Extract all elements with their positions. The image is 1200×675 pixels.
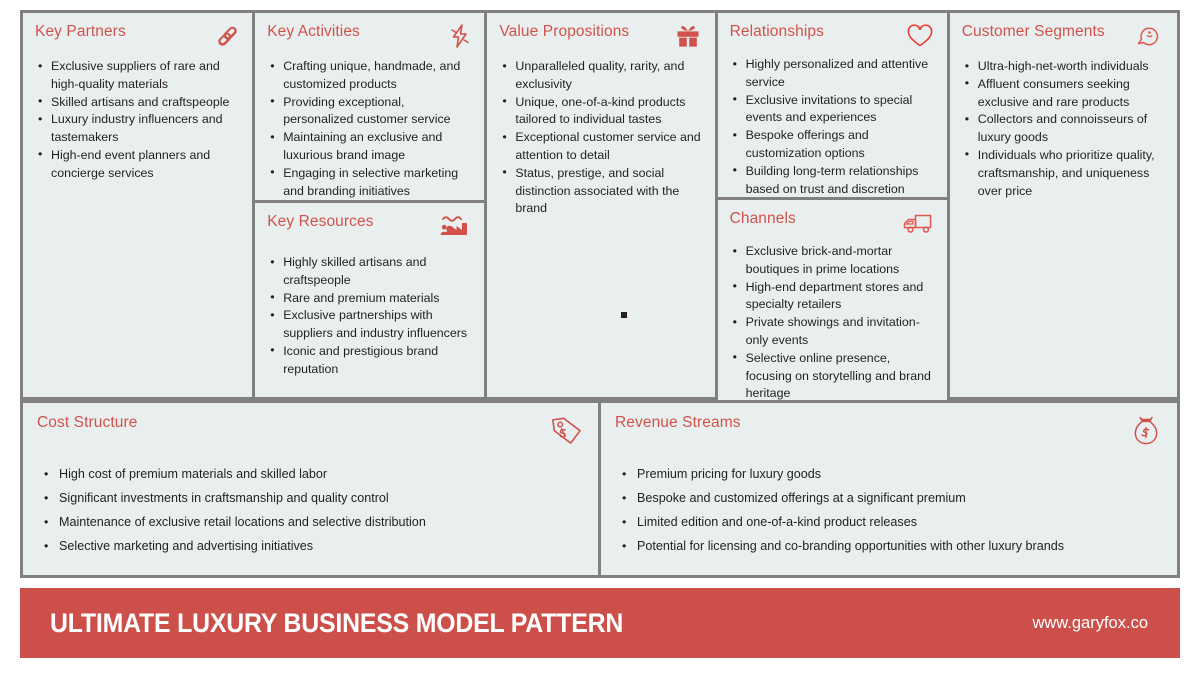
list-item: Skilled artisans and craftspeople bbox=[35, 93, 240, 112]
delivery-truck-icon bbox=[901, 210, 935, 238]
column-customer-segments: Customer Segments Ultra-high-net-worth i… bbox=[949, 13, 1177, 397]
panel-title-revenue-streams: Revenue Streams bbox=[615, 414, 741, 431]
panel-channels[interactable]: Channels Exclusive brick-and-mortar bout… bbox=[717, 200, 947, 412]
chain-link-icon bbox=[206, 23, 240, 51]
panel-relationships[interactable]: Relationships Highly personalized and at… bbox=[717, 13, 947, 198]
panel-title-channels: Channels bbox=[729, 210, 796, 227]
panel-key-partners[interactable]: Key Partners Exclusive suppliers of rare… bbox=[23, 13, 253, 397]
panel-header: Cost Structure bbox=[37, 414, 584, 448]
list-item: Selective marketing and advertising init… bbox=[37, 534, 584, 558]
bullet-list-customer-segments: Ultra-high-net-worth individuals Affluen… bbox=[962, 58, 1165, 200]
bullet-list-key-resources: Highly skilled artisans and craftspeople… bbox=[267, 254, 472, 379]
list-item: Building long-term relationships based o… bbox=[730, 162, 935, 199]
footer-url[interactable]: www.garyfox.co bbox=[1032, 613, 1148, 632]
panel-title-key-partners: Key Partners bbox=[35, 23, 126, 40]
list-item: Exclusive invitations to special events … bbox=[730, 91, 935, 128]
canvas-bottom-row: Cost Structure High cost of premium mate… bbox=[20, 400, 1180, 578]
panel-title-key-activities: Key Activities bbox=[267, 23, 360, 40]
list-item: Rare and premium materials bbox=[267, 289, 472, 308]
list-item: Collectors and connoisseurs of luxury go… bbox=[962, 111, 1165, 147]
footer-title: ULTIMATE LUXURY BUSINESS MODEL PATTERN bbox=[50, 607, 624, 638]
list-item: Affluent consumers seeking exclusive and… bbox=[962, 75, 1165, 112]
price-tag-icon bbox=[544, 414, 584, 448]
bullet-list-revenue-streams: Premium pricing for luxury goods Bespoke… bbox=[615, 462, 1163, 558]
panel-title-key-resources: Key Resources bbox=[267, 213, 374, 230]
panel-key-resources[interactable]: Key Resources Highly skilled artis bbox=[255, 203, 485, 397]
panel-header: Channels bbox=[730, 210, 935, 238]
bullet-list-key-partners: Exclusive suppliers of rare and high-qua… bbox=[35, 58, 240, 183]
list-item: Crafting unique, handmade, and customize… bbox=[267, 58, 472, 94]
list-item: Engaging in selective marketing and bran… bbox=[267, 164, 472, 201]
panel-key-activities[interactable]: Key Activities Crafting unique, handmade… bbox=[255, 13, 485, 200]
list-item: Maintaining an exclusive and luxurious b… bbox=[267, 129, 472, 165]
list-item: Exclusive partnerships with suppliers an… bbox=[267, 307, 472, 343]
bullet-list-relationships: Highly personalized and attentive servic… bbox=[730, 56, 935, 198]
list-item: Iconic and prestigious brand reputation bbox=[267, 342, 472, 379]
column-value-propositions: Value Propositions Unparalleled quality,… bbox=[487, 13, 715, 397]
panel-header: Key Resources bbox=[267, 213, 472, 241]
panel-header: Relationships bbox=[730, 23, 935, 51]
panel-header: Revenue Streams bbox=[615, 414, 1163, 448]
list-item: Significant investments in craftsmanship… bbox=[37, 486, 584, 510]
list-item: Providing exceptional, personalized cust… bbox=[267, 93, 472, 130]
lightning-bolt-icon bbox=[438, 23, 472, 51]
footer-banner: ULTIMATE LUXURY BUSINESS MODEL PATTERN w… bbox=[20, 588, 1180, 658]
stray-mark bbox=[621, 312, 627, 318]
bullet-list-value-propositions: Unparalleled quality, rarity, and exclus… bbox=[499, 58, 702, 218]
list-item: Highly personalized and attentive servic… bbox=[730, 56, 935, 92]
panel-title-relationships: Relationships bbox=[729, 23, 824, 40]
panel-header: Value Propositions bbox=[499, 23, 702, 51]
list-item: Potential for licensing and co-branding … bbox=[615, 534, 1163, 558]
canvas-grid: Key Partners Exclusive suppliers of rare… bbox=[20, 10, 1180, 412]
list-item: Premium pricing for luxury goods bbox=[615, 462, 1163, 486]
list-item: Exclusive suppliers of rare and high-qua… bbox=[35, 58, 240, 94]
list-item: Exceptional customer service and attenti… bbox=[499, 129, 702, 165]
heart-icon bbox=[901, 23, 935, 51]
column-relationships-channels: Relationships Highly personalized and at… bbox=[717, 13, 947, 412]
list-item: High-end department stores and specialty… bbox=[730, 278, 935, 315]
panel-title-value-propositions: Value Propositions bbox=[499, 23, 630, 40]
list-item: Highly skilled artisans and craftspeople bbox=[267, 254, 472, 290]
panel-revenue-streams[interactable]: Revenue Streams Premium pricing for luxu… bbox=[601, 403, 1177, 575]
list-item: Individuals who prioritize quality, craf… bbox=[962, 146, 1165, 200]
list-item: Unparalleled quality, rarity, and exclus… bbox=[499, 58, 702, 94]
list-item: Unique, one-of-a-kind products tailored … bbox=[499, 93, 702, 130]
panel-title-customer-segments: Customer Segments bbox=[961, 23, 1105, 40]
panel-title-cost-structure: Cost Structure bbox=[37, 414, 138, 431]
list-item: Ultra-high-net-worth individuals bbox=[962, 58, 1165, 76]
list-item: Selective online presence, focusing on s… bbox=[730, 349, 935, 403]
bullet-list-key-activities: Crafting unique, handmade, and customize… bbox=[267, 58, 472, 200]
column-key-activities-resources: Key Activities Crafting unique, handmade… bbox=[255, 13, 485, 397]
panel-header: Key Activities bbox=[267, 23, 472, 51]
list-item: Maintenance of exclusive retail location… bbox=[37, 510, 584, 534]
list-item: Exclusive brick-and-mortar boutiques in … bbox=[730, 243, 935, 279]
list-item: Limited edition and one-of-a-kind produc… bbox=[615, 510, 1163, 534]
bullet-list-cost-structure: High cost of premium materials and skill… bbox=[37, 462, 584, 558]
list-item: Private showings and invitation-only eve… bbox=[730, 314, 935, 350]
panel-value-propositions[interactable]: Value Propositions Unparalleled quality,… bbox=[487, 13, 715, 397]
panel-customer-segments[interactable]: Customer Segments Ultra-high-net-worth i… bbox=[949, 13, 1177, 397]
factory-icon bbox=[438, 213, 472, 241]
list-item: High-end event planners and concierge se… bbox=[35, 146, 240, 183]
gift-icon bbox=[669, 23, 703, 51]
panel-header: Customer Segments bbox=[962, 23, 1165, 51]
panel-header: Key Partners bbox=[35, 23, 240, 51]
panel-cost-structure[interactable]: Cost Structure High cost of premium mate… bbox=[23, 403, 598, 575]
customer-face-icon bbox=[1131, 23, 1165, 51]
column-key-partners: Key Partners Exclusive suppliers of rare… bbox=[23, 13, 253, 397]
list-item: Bespoke offerings and customization opti… bbox=[730, 127, 935, 163]
money-bag-icon bbox=[1123, 414, 1163, 448]
list-item: High cost of premium materials and skill… bbox=[37, 462, 584, 486]
list-item: Status, prestige, and social distinction… bbox=[499, 164, 702, 218]
list-item: Bespoke and customized offerings at a si… bbox=[615, 486, 1163, 510]
list-item: Luxury industry influencers and tastemak… bbox=[35, 111, 240, 147]
bullet-list-channels: Exclusive brick-and-mortar boutiques in … bbox=[730, 243, 935, 403]
